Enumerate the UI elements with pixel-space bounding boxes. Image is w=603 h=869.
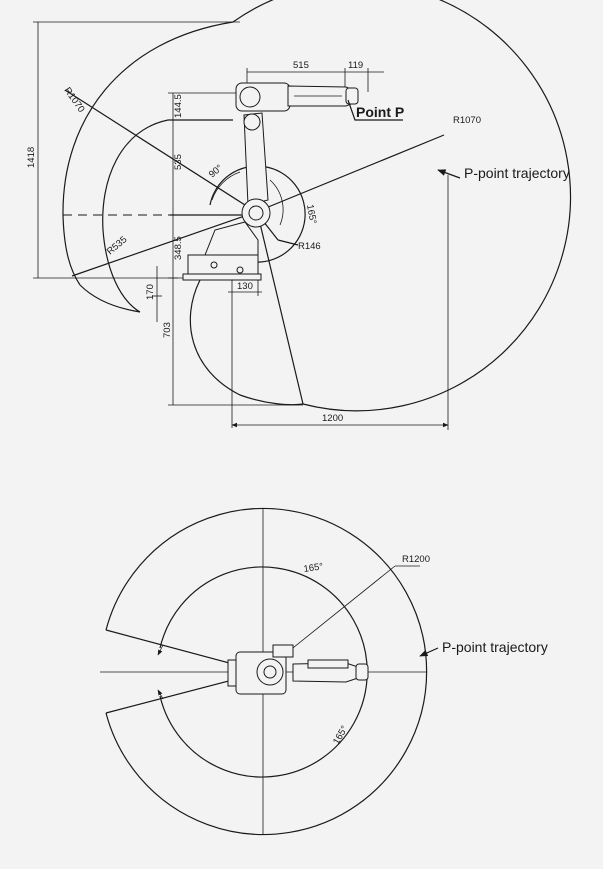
dim-703: 703 (162, 322, 173, 338)
dim-515: 515 (293, 60, 309, 71)
inner-reach-envelope (102, 119, 169, 313)
robot-wrist (345, 87, 359, 105)
point-p-leader (347, 99, 403, 121)
angle-bottom-label: 165° (331, 724, 350, 747)
dim-144-5: 144.5 (173, 94, 184, 118)
dim-1418: 1418 (26, 147, 37, 168)
angle-90-arc (211, 171, 241, 201)
r535-line (71, 211, 257, 277)
dim-535: 535 (173, 154, 184, 170)
r1070-left-label: R1070 (62, 85, 87, 114)
lower-boundary-line (257, 214, 304, 405)
r1070-right-line (255, 134, 445, 213)
robot-elbow-joint (239, 86, 261, 108)
dim-170: 170 (145, 284, 156, 300)
outer-reach-envelope (232, 0, 572, 412)
dim-348-5: 348.5 (173, 236, 184, 260)
angle-top-label: 165° (303, 561, 324, 575)
lower-reach-arc (189, 279, 304, 406)
trajectory-leader-side (437, 169, 461, 179)
r146-arc (209, 165, 306, 263)
r535-label: R535 (105, 234, 129, 257)
angle-165-arc (269, 179, 284, 226)
r1070-right-label: R1070 (453, 115, 481, 126)
point-p-label: Point P (356, 104, 404, 120)
trajectory-label-top: P-point trajectory (442, 639, 548, 655)
r1070-left-line (64, 89, 257, 213)
top-view: R1200 165° 165° P-point trajectory (100, 507, 548, 836)
angle-165-label: 165° (304, 204, 318, 225)
robot-lower-arm (243, 112, 269, 206)
r146-leader (277, 239, 299, 246)
r146-label: R146 (298, 241, 321, 252)
trajectory-label-side: P-point trajectory (464, 165, 570, 181)
side-view: 515 119 1418 144.5 535 348.5 170 703 130… (26, 0, 572, 430)
dim-130: 130 (237, 281, 253, 292)
outer-reach-envelope-left (62, 21, 234, 286)
trajectory-leader-top (419, 647, 439, 657)
angle-90-label: 90° (207, 163, 225, 181)
envelope-lower-left (79, 284, 141, 313)
outer-sweep-sector (105, 507, 428, 836)
r1200-label: R1200 (402, 554, 430, 565)
dim-119: 119 (348, 60, 363, 71)
dim-1200: 1200 (322, 413, 343, 424)
